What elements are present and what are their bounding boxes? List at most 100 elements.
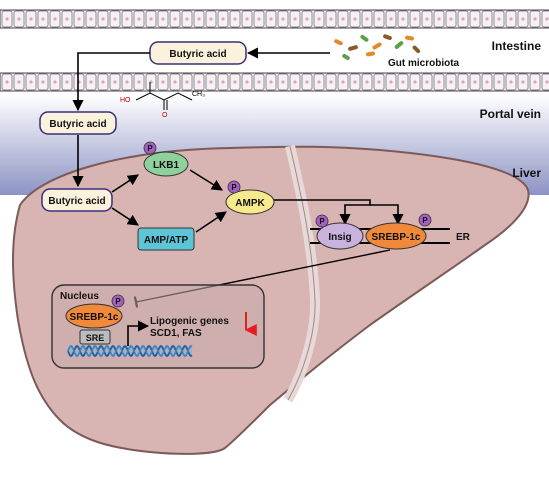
- butyric-acid-intestine-box: Butyric acid: [149, 41, 247, 65]
- srebp-nucleus-label: SREBP-1c: [70, 312, 119, 323]
- cell-nucleus-dot: [317, 80, 321, 84]
- cell-nucleus-dot: [293, 80, 297, 84]
- srebp-nucleus-node: SREBP-1c P: [65, 294, 125, 329]
- cell-nucleus-dot: [413, 17, 417, 21]
- cell-nucleus-dot: [401, 17, 405, 21]
- cell-nucleus-dot: [125, 80, 129, 84]
- cell-nucleus-dot: [77, 17, 81, 21]
- cell-nucleus-dot: [257, 80, 261, 84]
- sre-element: SRE: [79, 329, 111, 345]
- cell-nucleus-dot: [161, 80, 165, 84]
- cell-nucleus-dot: [389, 17, 393, 21]
- cell-nucleus-dot: [521, 17, 525, 21]
- cell-nucleus-dot: [449, 17, 453, 21]
- cell-nucleus-dot: [437, 17, 441, 21]
- ampk-phospho-icon: [227, 180, 241, 194]
- cell-nucleus-dot: [161, 17, 165, 21]
- insig-phospho-icon: [315, 214, 329, 228]
- cell-nucleus-dot: [473, 80, 477, 84]
- dna-strand: [67, 344, 193, 358]
- cell-nucleus-dot: [473, 17, 477, 21]
- cell-nucleus-dot: [209, 80, 213, 84]
- cell-nucleus-dot: [101, 17, 105, 21]
- cell-nucleus-dot: [377, 17, 381, 21]
- cell-nucleus-dot: [197, 17, 201, 21]
- cell-nucleus-dot: [113, 17, 117, 21]
- amp-atp-box: AMP/ATP: [137, 227, 195, 251]
- lkb1-label: LKB1: [153, 160, 180, 171]
- cell-nucleus-dot: [305, 17, 309, 21]
- lipogenic-genes-label: Lipogenic genes: [150, 316, 229, 327]
- cell-nucleus-dot: [221, 80, 225, 84]
- cell-nucleus-dot: [353, 80, 357, 84]
- cell-nucleus-dot: [461, 17, 465, 21]
- insig-node: Insig P: [315, 214, 364, 250]
- dna-helix-icon: [67, 344, 193, 358]
- intestine-label: Intestine: [492, 39, 542, 53]
- cell-nucleus-dot: [137, 80, 141, 84]
- cell-nucleus-dot: [497, 17, 501, 21]
- cell-nucleus-dot: [329, 80, 333, 84]
- cell-nucleus-dot: [245, 80, 249, 84]
- cell-nucleus-dot: [485, 17, 489, 21]
- cell-nucleus-dot: [293, 17, 297, 21]
- cell-nucleus-dot: [233, 80, 237, 84]
- cell-nucleus-dot: [269, 80, 273, 84]
- cell-nucleus-dot: [353, 17, 357, 21]
- cell-nucleus-dot: [65, 17, 69, 21]
- cell-nucleus-dot: [137, 17, 141, 21]
- cell-nucleus-dot: [233, 17, 237, 21]
- cell-nucleus-dot: [65, 80, 69, 84]
- lkb1-node: LKB1 P: [143, 141, 189, 177]
- cell-nucleus-dot: [149, 17, 153, 21]
- cell-nucleus-dot: [113, 80, 117, 84]
- cell-nucleus-dot: [209, 17, 213, 21]
- cell-nucleus-dot: [185, 80, 189, 84]
- cell-nucleus-dot: [317, 17, 321, 21]
- cell-nucleus-dot: [341, 80, 345, 84]
- cell-nucleus-dot: [497, 80, 501, 84]
- cell-nucleus-dot: [5, 80, 9, 84]
- gut-microbiota-icon: [334, 34, 421, 60]
- butyric-acid-liver-label: Butyric acid: [48, 196, 105, 207]
- cell-nucleus-dot: [269, 17, 273, 21]
- amp-atp-label: AMP/ATP: [144, 235, 189, 246]
- ampk-phospho-label: P: [231, 183, 237, 192]
- intestine-epithelium-top: [0, 9, 549, 29]
- cell-nucleus-dot: [245, 17, 249, 21]
- cell-nucleus-dot: [29, 80, 33, 84]
- cell-nucleus-dot: [29, 17, 33, 21]
- cell-nucleus-dot: [413, 80, 417, 84]
- cell-nucleus-dot: [173, 17, 177, 21]
- butyric-acid-intestine-label: Butyric acid: [169, 49, 226, 60]
- butyric-acid-structure: HO O CH₃: [120, 82, 205, 119]
- cell-nucleus-dot: [125, 17, 129, 21]
- lkb1-phospho-icon: [143, 141, 157, 155]
- cell-nucleus-dot: [377, 80, 381, 84]
- cell-nucleus-dot: [425, 80, 429, 84]
- transcription-arrow: [127, 320, 150, 346]
- cell-nucleus-dot: [89, 80, 93, 84]
- cell-nucleus-dot: [197, 80, 201, 84]
- nucleus-label: Nucleus: [60, 291, 99, 302]
- cell-nucleus-dot: [545, 80, 549, 84]
- cell-nucleus-dot: [545, 17, 549, 21]
- cell-nucleus-dot: [485, 80, 489, 84]
- dna-strand: [67, 344, 193, 358]
- molecule-ho-label: HO: [120, 97, 131, 104]
- srebp-er-phospho-icon: [418, 213, 432, 227]
- cell-nucleus-dot: [41, 80, 45, 84]
- insig-phospho-label: P: [319, 217, 325, 226]
- portal-vein-label: Portal vein: [480, 107, 541, 121]
- cell-nucleus-dot: [17, 80, 21, 84]
- cell-nucleus-dot: [89, 17, 93, 21]
- intestine-to-portal-arrow: [72, 52, 150, 112]
- intestine-epithelium-bottom: [0, 72, 549, 92]
- er-label: ER: [456, 232, 471, 243]
- cell-nucleus-dot: [5, 17, 9, 21]
- ampk-node: AMPK P: [225, 180, 275, 215]
- cell-nucleus-dot: [533, 17, 537, 21]
- molecule-o-label: O: [162, 112, 168, 119]
- butyric-to-lkb1-arrow: [111, 174, 139, 193]
